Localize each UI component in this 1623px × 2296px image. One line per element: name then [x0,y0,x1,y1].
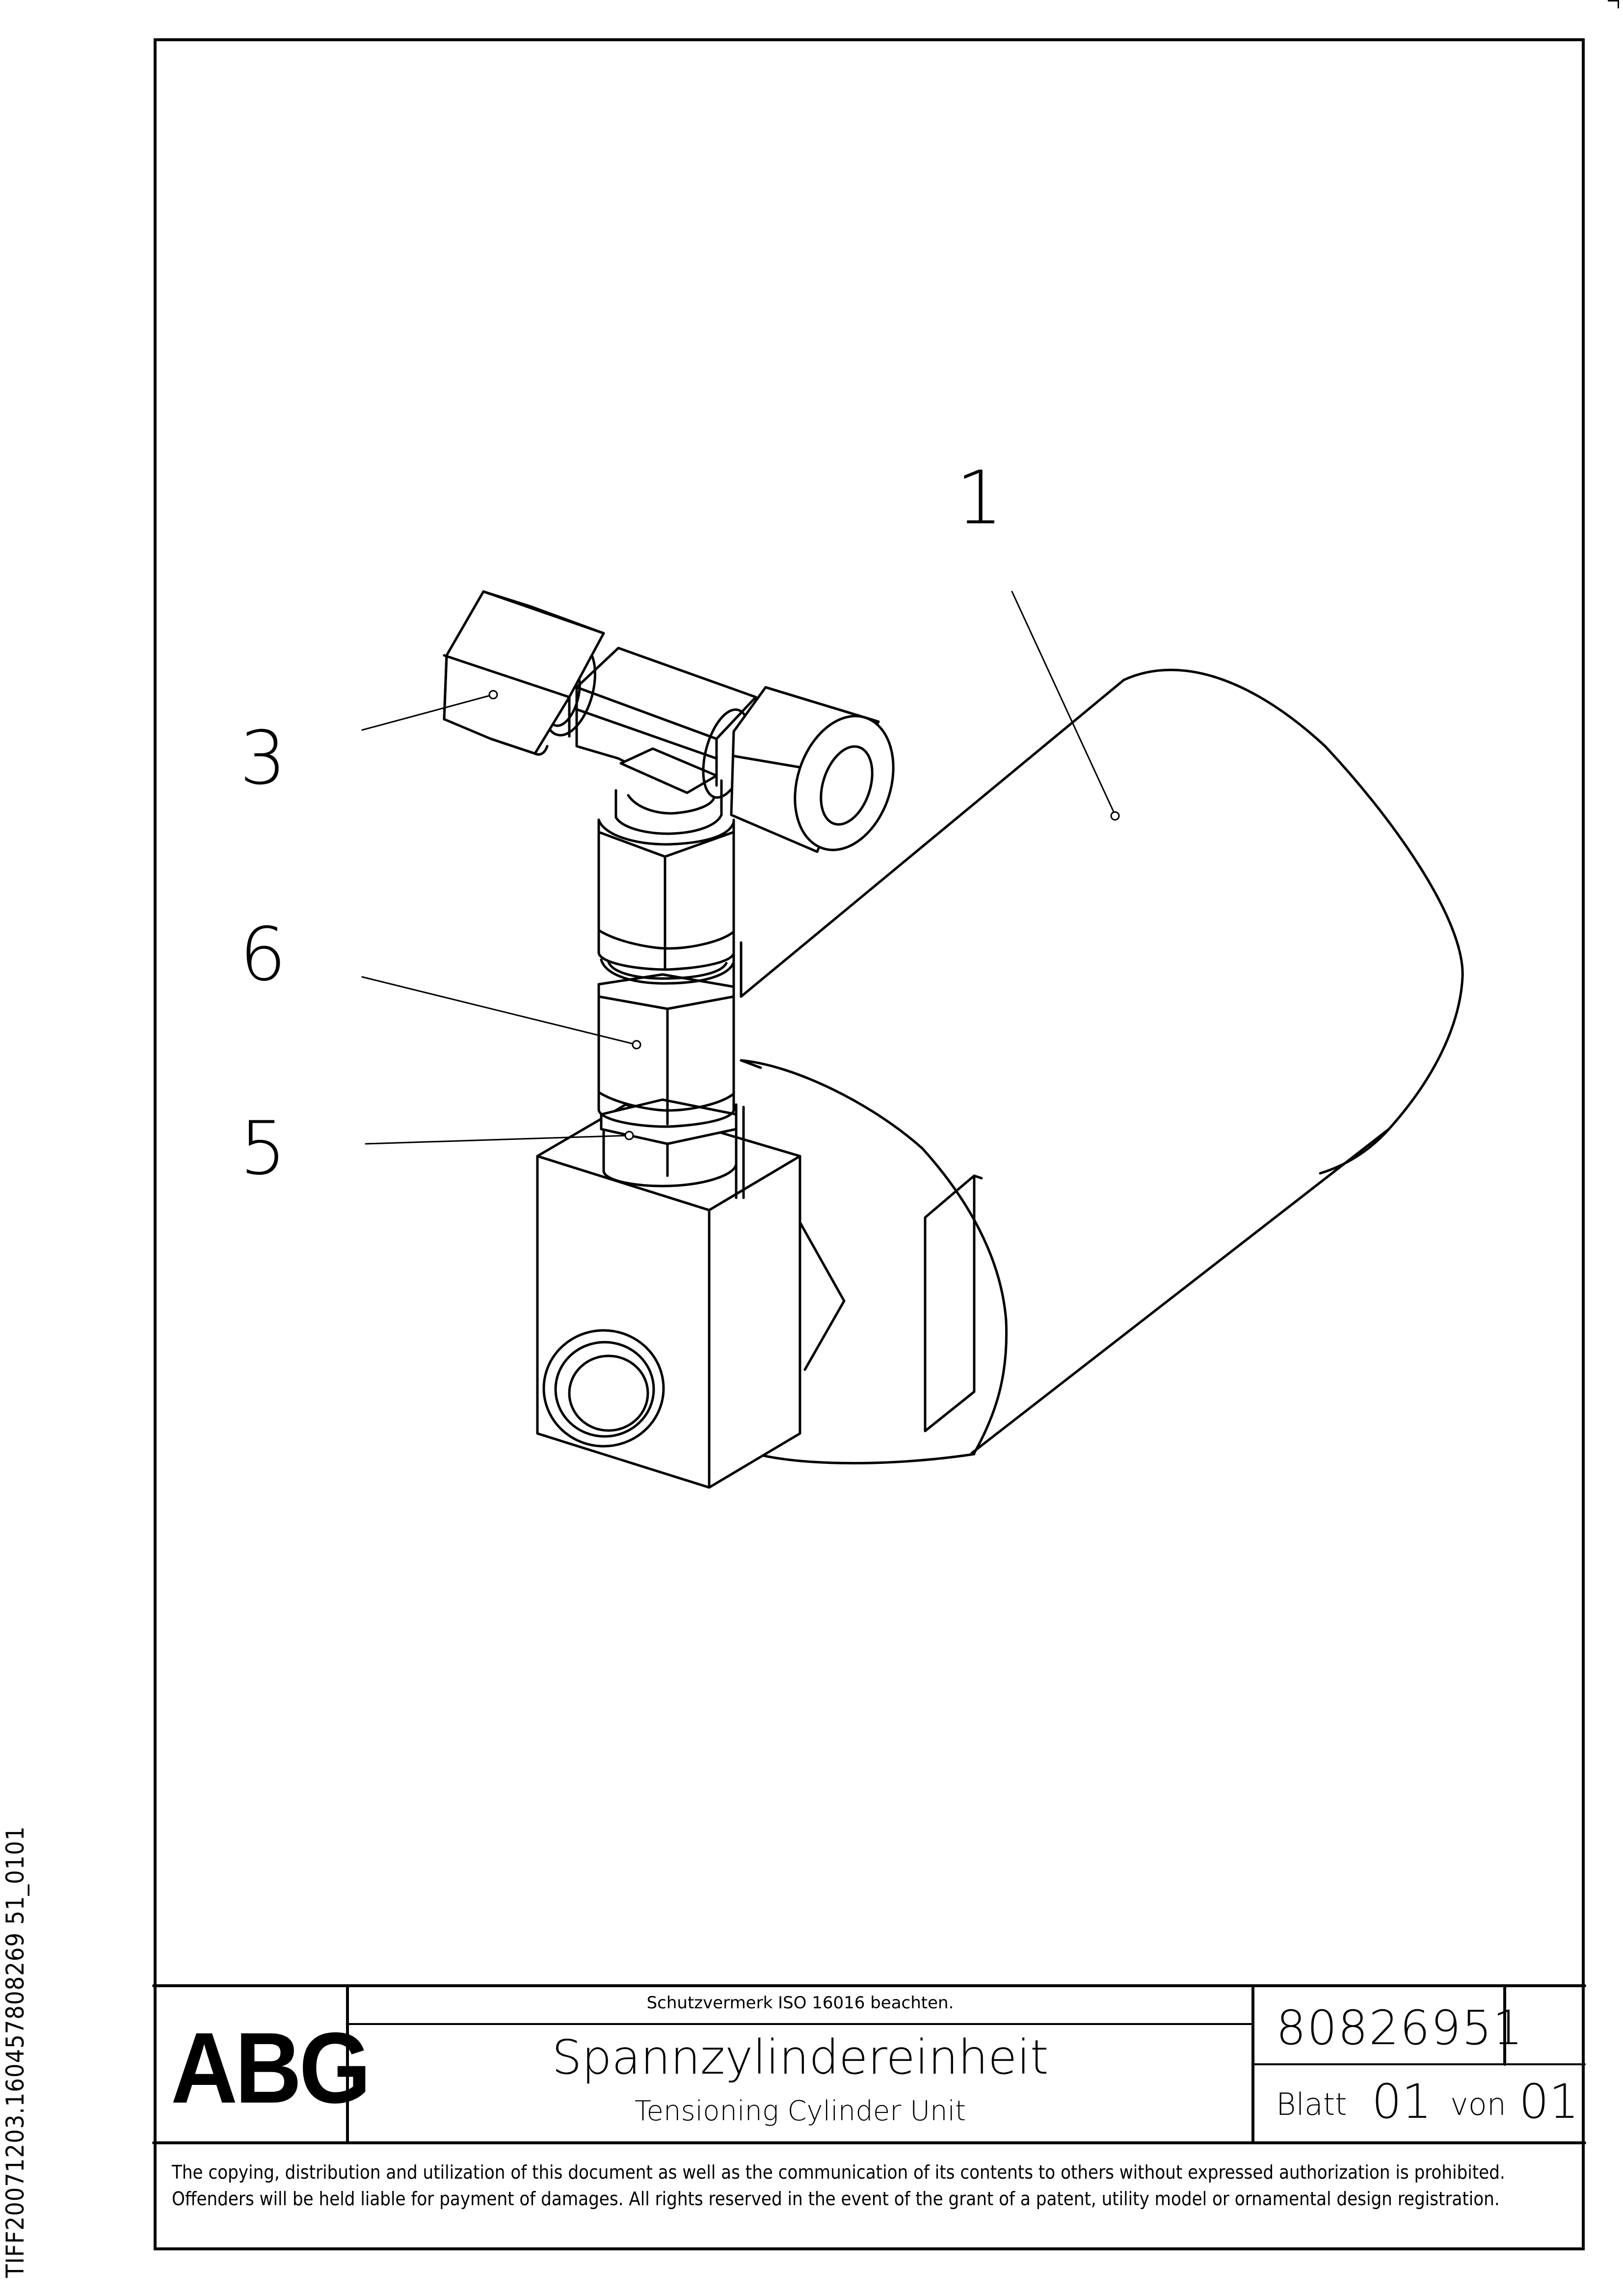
leader-lines [361,591,1120,1145]
of-label: von [1450,2086,1506,2122]
drawing-frame [154,38,1585,2250]
union-nut-3 [443,590,605,756]
protection-note: Schutzvermerk ISO 16016 beachten. [646,1993,954,2013]
abg-logo: ABG [171,2012,371,2124]
drawing-number: 80826951 [1276,2000,1524,2055]
sheet-label: Blatt [1276,2086,1347,2122]
legal-notice: The copying, distribution and utilizatio… [172,2161,1505,2210]
callout-1: 1 [956,456,1003,541]
corner-mark [1608,0,1619,8]
callout-3: 3 [239,716,287,801]
title-english: Tensioning Cylinder Unit [634,2095,966,2127]
callout-6: 6 [239,912,287,998]
callout-5: 5 [239,1106,287,1191]
title-german: Spannzylindereinheit [552,2030,1049,2085]
title-block-grid [152,1984,1586,2144]
right-union-nut [702,686,895,853]
sheet-total: 01 [1519,2074,1579,2129]
upper-hex-fitting [597,779,735,971]
tee-fitting [542,643,757,794]
sheet-number: 01 [1372,2074,1432,2129]
